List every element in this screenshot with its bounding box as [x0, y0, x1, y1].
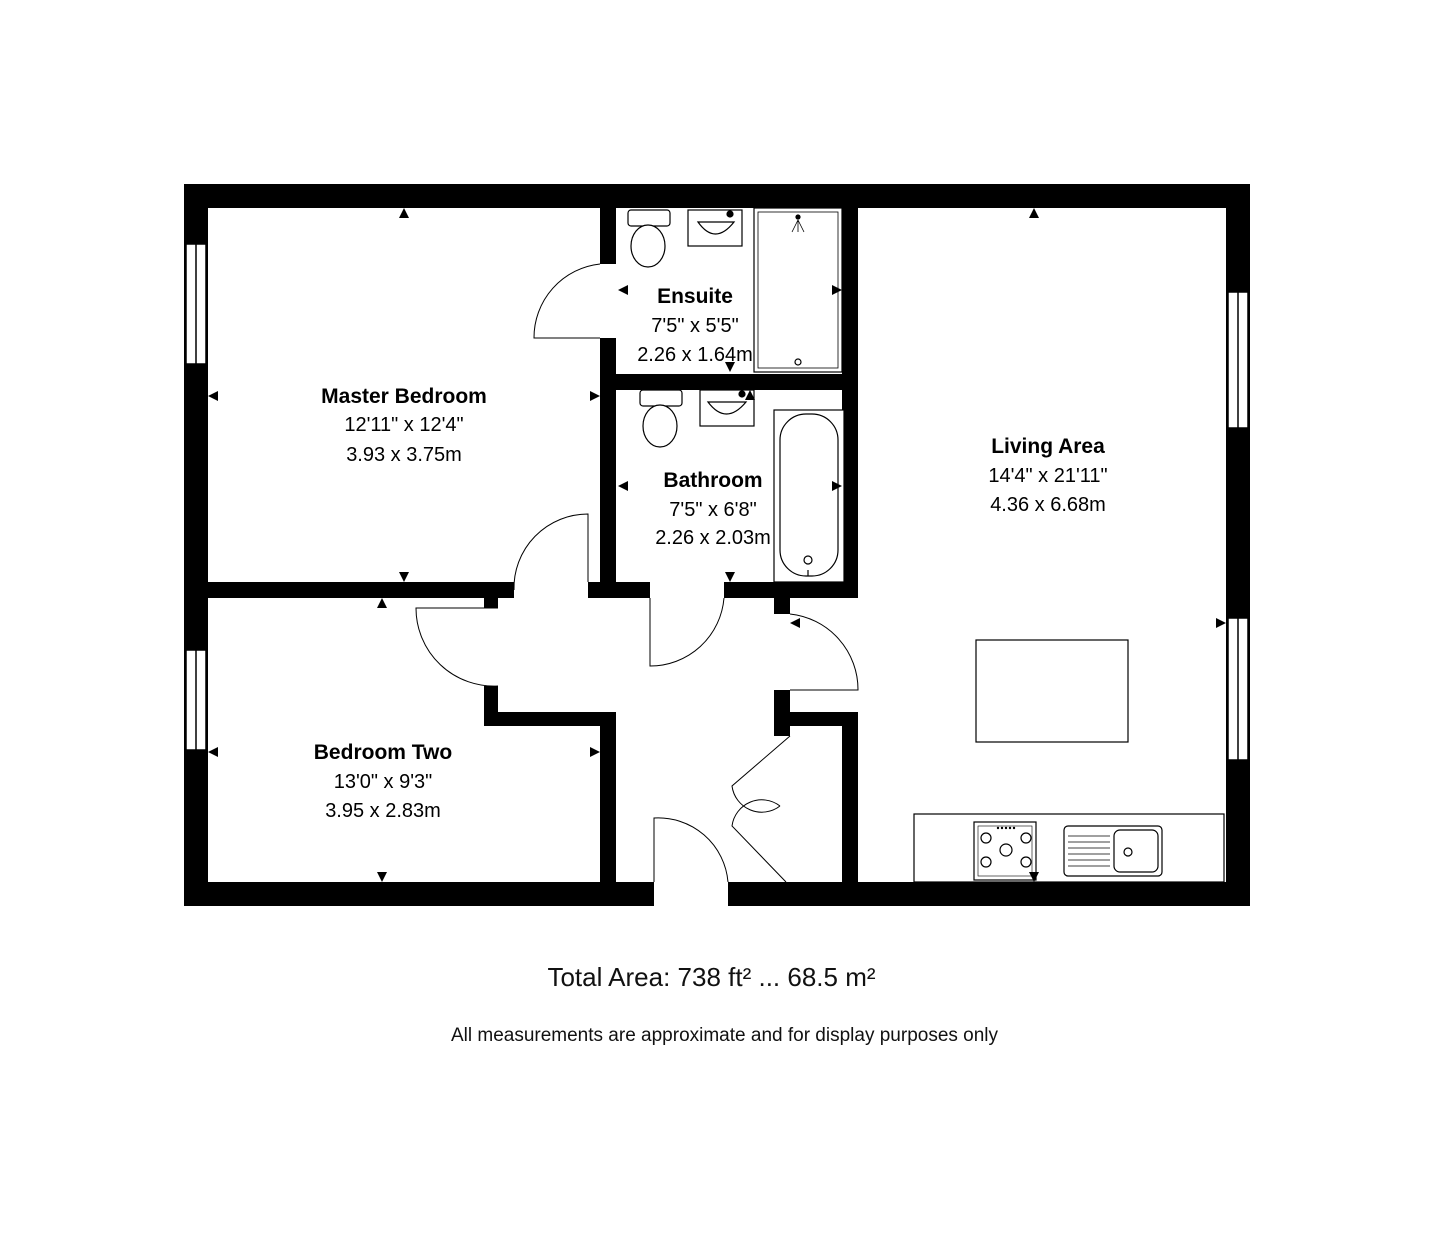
room-bathroom: Bathroom 7'5" x 6'8" 2.26 x 2.03m — [655, 469, 771, 549]
room-metric: 3.95 x 2.83m — [325, 800, 441, 822]
fixtures — [627, 207, 1225, 883]
ensuite-toilet-cistern — [627, 209, 671, 227]
room-ensuite: Ensuite 7'5" x 5'5" 2.26 x 1.64m — [637, 285, 753, 366]
room-imperial: 12'11" x 12'4" — [344, 414, 463, 436]
room-bedroom-two: Bedroom Two 13'0" x 9'3" 3.95 x 2.83m — [314, 741, 452, 822]
bathroom-toilet-bowl — [642, 404, 678, 448]
room-name: Master Bedroom — [321, 385, 487, 408]
door-master-hall — [513, 513, 589, 591]
dimension-arrows — [208, 208, 1226, 882]
door-master-bedroom — [533, 263, 601, 339]
room-metric: 2.26 x 2.03m — [655, 527, 771, 549]
room-metric: 4.36 x 6.68m — [990, 494, 1106, 516]
windows — [185, 243, 1249, 761]
room-name: Bedroom Two — [314, 741, 452, 764]
dining-table — [975, 639, 1129, 743]
room-master-bedroom: Master Bedroom 12'11" x 12'4" 3.93 x 3.7… — [321, 385, 487, 466]
door-living — [789, 613, 859, 691]
door-entrance — [653, 817, 729, 883]
door-cupboard — [731, 735, 791, 883]
ensuite-toilet-bowl — [630, 224, 666, 268]
ensuite-shower — [753, 207, 843, 373]
door-bathroom — [649, 597, 725, 667]
doors — [415, 263, 859, 883]
room-metric: 3.93 x 3.75m — [346, 444, 462, 466]
bathroom-toilet-cistern — [639, 389, 683, 407]
room-name: Living Area — [991, 435, 1105, 458]
room-name: Ensuite — [657, 285, 733, 308]
room-imperial: 14'4" x 21'11" — [988, 465, 1107, 487]
room-metric: 2.26 x 1.64m — [637, 344, 753, 366]
door-bedroom-two — [415, 607, 499, 687]
total-area: Total Area: 738 ft² ... 68.5 m² — [547, 962, 876, 992]
disclaimer: All measurements are approximate and for… — [450, 1025, 999, 1046]
room-imperial: 7'5" x 6'8" — [669, 499, 756, 521]
bathroom-basin — [699, 389, 755, 427]
room-imperial: 13'0" x 9'3" — [334, 771, 433, 793]
room-name: Bathroom — [663, 469, 762, 492]
room-imperial: 7'5" x 5'5" — [651, 315, 738, 337]
room-living-area: Living Area 14'4" x 21'11" 4.36 x 6.68m — [988, 435, 1107, 516]
